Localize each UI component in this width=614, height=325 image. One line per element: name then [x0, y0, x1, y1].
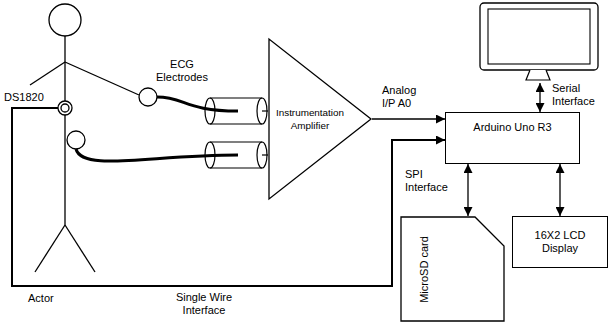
- serial-arrow: [539, 83, 540, 112]
- interface-label: Serial Interface: [552, 82, 608, 108]
- amplifier-triangle: [269, 39, 371, 199]
- actor-leg: [65, 225, 95, 272]
- actor-leg: [35, 225, 65, 272]
- sensor-symbol: [58, 101, 72, 115]
- cable-shield: [205, 98, 215, 124]
- electrode: [67, 131, 85, 149]
- node-text: Arduino Uno R3: [473, 121, 551, 134]
- amplifier-triangle-outline: [268, 38, 372, 200]
- sd-card-shape: [401, 217, 504, 321]
- connector-arrow: [559, 164, 560, 216]
- monitor-stand: [526, 70, 550, 80]
- connector-arrow: [372, 118, 445, 119]
- sd-card-shape: MicroSD card: [400, 216, 505, 322]
- microcontroller-box: Arduino Uno R3: [445, 112, 580, 164]
- cable-shield: [257, 98, 267, 124]
- actor-arm: [65, 62, 139, 95]
- sensor-label: DS1820: [4, 91, 54, 104]
- node-text: 16X2 LCD Display: [527, 229, 593, 255]
- cable-shield: [205, 142, 215, 168]
- actor-head: [49, 4, 81, 36]
- electrode-lead: [157, 97, 238, 111]
- amp-input-wire: [262, 154, 268, 155]
- interface-label: Single Wire Interface: [168, 291, 240, 317]
- cable-shield: [210, 98, 262, 124]
- interface-label: Analog I/P A0: [382, 84, 430, 110]
- actor-arm: [30, 62, 65, 85]
- cable-shield: [210, 142, 262, 168]
- electrode-lead: [76, 149, 238, 161]
- cable-shield: [257, 142, 267, 168]
- actor-label: Actor: [28, 292, 73, 305]
- amp-input-wire: [262, 110, 268, 111]
- electrode: [139, 88, 157, 106]
- monitor-bezel: [480, 3, 598, 70]
- monitor-screen: [488, 9, 590, 64]
- single-wire: [12, 108, 445, 286]
- amplifier-triangle: Instrumentation Amplifier: [268, 38, 372, 200]
- connector-arrow: [467, 164, 468, 216]
- display-box: 16X2 LCD Display: [512, 216, 608, 268]
- sd-card-shape-outline: [400, 216, 505, 322]
- electrode-label: ECG Electrodes: [150, 58, 214, 84]
- sensor-symbol: [61, 104, 69, 112]
- node-text: Instrumentation Amplifier: [270, 106, 350, 132]
- node-text: MicroSD card: [418, 236, 431, 303]
- interface-label: SPI Interface: [405, 168, 455, 194]
- actor-body: [64, 36, 65, 225]
